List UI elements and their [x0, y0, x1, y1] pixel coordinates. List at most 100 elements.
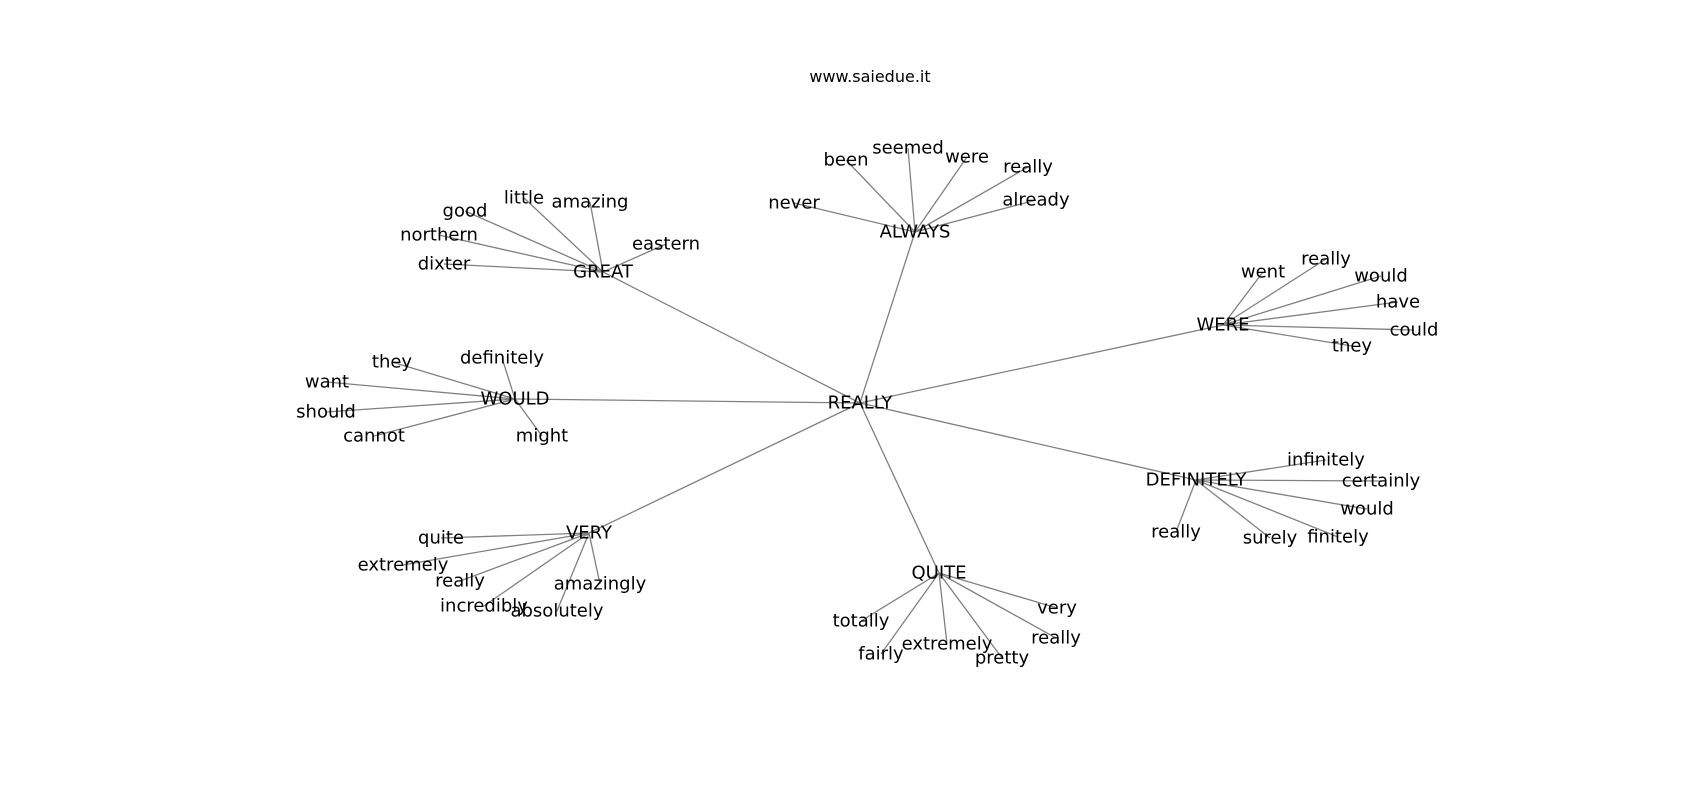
node-leaf-great-amazing: amazing — [552, 192, 629, 213]
node-hub-were: WERE — [1196, 315, 1249, 336]
node-leaf-would-they: they — [372, 352, 413, 373]
edge-quite-really — [938, 572, 1057, 639]
edge-were-have — [1222, 301, 1399, 326]
node-leaf-great-northern: northern — [400, 225, 478, 246]
node-leaf-very-really: really — [435, 571, 485, 592]
node-leaf-always-really: really — [1003, 157, 1053, 178]
edge-center-were — [859, 324, 1224, 404]
node-leaf-would-might: might — [516, 426, 568, 447]
node-hub-very: VERY — [566, 523, 613, 544]
node-leaf-quite-totally: totally — [833, 611, 890, 632]
edge-very-incredibly — [483, 532, 590, 607]
edge-very-absolutely — [556, 532, 590, 612]
edge-quite-very — [938, 572, 1058, 609]
edge-always-were — [914, 156, 968, 233]
edge-definitely-infinitely — [1195, 459, 1327, 481]
edge-definitely-really — [1175, 479, 1197, 533]
node-leaf-very-incredibly: incredibly — [440, 596, 528, 617]
edge-quite-totally — [860, 572, 940, 622]
node-leaf-were-they: they — [1332, 336, 1373, 357]
edge-quite-pretty — [938, 572, 1003, 659]
edge-were-could — [1222, 324, 1415, 331]
edge-always-never — [793, 202, 916, 233]
edge-always-seemed — [907, 147, 916, 233]
node-leaf-great-eastern: eastern — [632, 234, 700, 255]
node-center-really: REALLY — [828, 393, 894, 414]
edge-great-amazing — [589, 201, 604, 273]
edge-were-would — [1222, 275, 1382, 326]
node-leaf-would-want: want — [305, 372, 349, 393]
edge-very-really — [459, 532, 590, 582]
node-leaf-very-absolutely: absolutely — [510, 601, 603, 622]
edge-center-very — [588, 402, 861, 534]
node-leaf-always-never: never — [768, 193, 820, 214]
edge-were-went — [1222, 271, 1264, 326]
edge-would-want — [326, 381, 516, 400]
edge-quite-fairly — [880, 572, 940, 655]
node-leaf-definitely-infinitely: infinitely — [1287, 450, 1365, 471]
edge-would-might — [514, 398, 543, 437]
edge-would-should — [325, 398, 516, 413]
node-leaf-were-could: could — [1390, 320, 1439, 341]
label-layer: www.saiedue.it REALLY ALWAYS never beenseem… — [296, 67, 1438, 669]
node-leaf-were-really: really — [1301, 249, 1351, 270]
node-leaf-quite-really: really — [1031, 628, 1081, 649]
edge-definitely-finitely — [1195, 479, 1339, 538]
node-leaf-great-good: good — [443, 201, 488, 222]
node-hub-would: WOULD — [480, 389, 549, 410]
edge-great-little — [523, 197, 604, 273]
node-leaf-were-would: would — [1354, 266, 1408, 287]
node-leaf-definitely-surely: surely — [1243, 528, 1298, 549]
edge-would-cannot — [373, 398, 516, 437]
edge-great-dixter — [443, 263, 604, 273]
node-leaf-definitely-finitely: finitely — [1307, 527, 1369, 548]
edge-layer — [325, 147, 1415, 659]
edge-would-definitely — [501, 357, 516, 400]
node-leaf-very-quite: quite — [418, 528, 464, 549]
node-leaf-would-cannot: cannot — [343, 426, 405, 447]
edge-were-they — [1222, 324, 1353, 347]
edge-great-eastern — [602, 243, 667, 273]
node-leaf-very-amazingly: amazingly — [554, 574, 647, 595]
node-leaf-would-definitely: definitely — [460, 348, 544, 369]
node-leaf-quite-very: very — [1037, 598, 1077, 619]
node-hub-great: GREAT — [573, 262, 634, 283]
edge-would-they — [391, 361, 516, 400]
node-hub-always: ALWAYS — [880, 222, 951, 243]
edge-great-northern — [438, 234, 604, 273]
edge-were-really — [1222, 258, 1327, 326]
edge-center-would — [514, 398, 861, 404]
node-leaf-always-already: already — [1002, 190, 1070, 211]
node-leaf-definitely-would: would — [1340, 499, 1394, 520]
edge-very-amazingly — [588, 532, 601, 585]
node-leaf-quite-fairly: fairly — [858, 644, 904, 665]
edge-quite-extremely — [938, 572, 948, 645]
node-leaf-were-went: went — [1241, 262, 1285, 283]
node-leaf-great-little: little — [504, 188, 544, 209]
edge-always-been — [845, 159, 916, 233]
node-leaf-always-were: were — [945, 147, 989, 168]
node-leaf-always-seemed: seemed — [872, 138, 944, 159]
node-leaf-definitely-really: really — [1151, 522, 1201, 543]
node-leaf-quite-extremely: extremely — [902, 634, 993, 655]
edge-definitely-surely — [1195, 479, 1271, 539]
edge-great-good — [464, 210, 604, 273]
edge-definitely-would — [1195, 479, 1368, 510]
edge-center-always — [859, 231, 916, 404]
edge-center-quite — [859, 402, 940, 574]
edge-very-quite — [440, 532, 590, 539]
node-leaf-quite-pretty: pretty — [975, 648, 1030, 669]
diagram-title: www.saiedue.it — [809, 67, 930, 86]
node-leaf-always-been: been — [824, 150, 869, 171]
edge-very-extremely — [402, 532, 590, 566]
edge-center-definitely — [859, 402, 1197, 481]
edge-definitely-certainly — [1195, 479, 1382, 482]
node-leaf-were-have: have — [1376, 292, 1420, 313]
node-hub-definitely: DEFINITELY — [1146, 470, 1248, 491]
edge-center-great — [602, 271, 861, 404]
node-hub-quite: QUITE — [911, 563, 966, 584]
edge-always-already — [914, 199, 1037, 233]
edge-always-really — [914, 166, 1029, 233]
